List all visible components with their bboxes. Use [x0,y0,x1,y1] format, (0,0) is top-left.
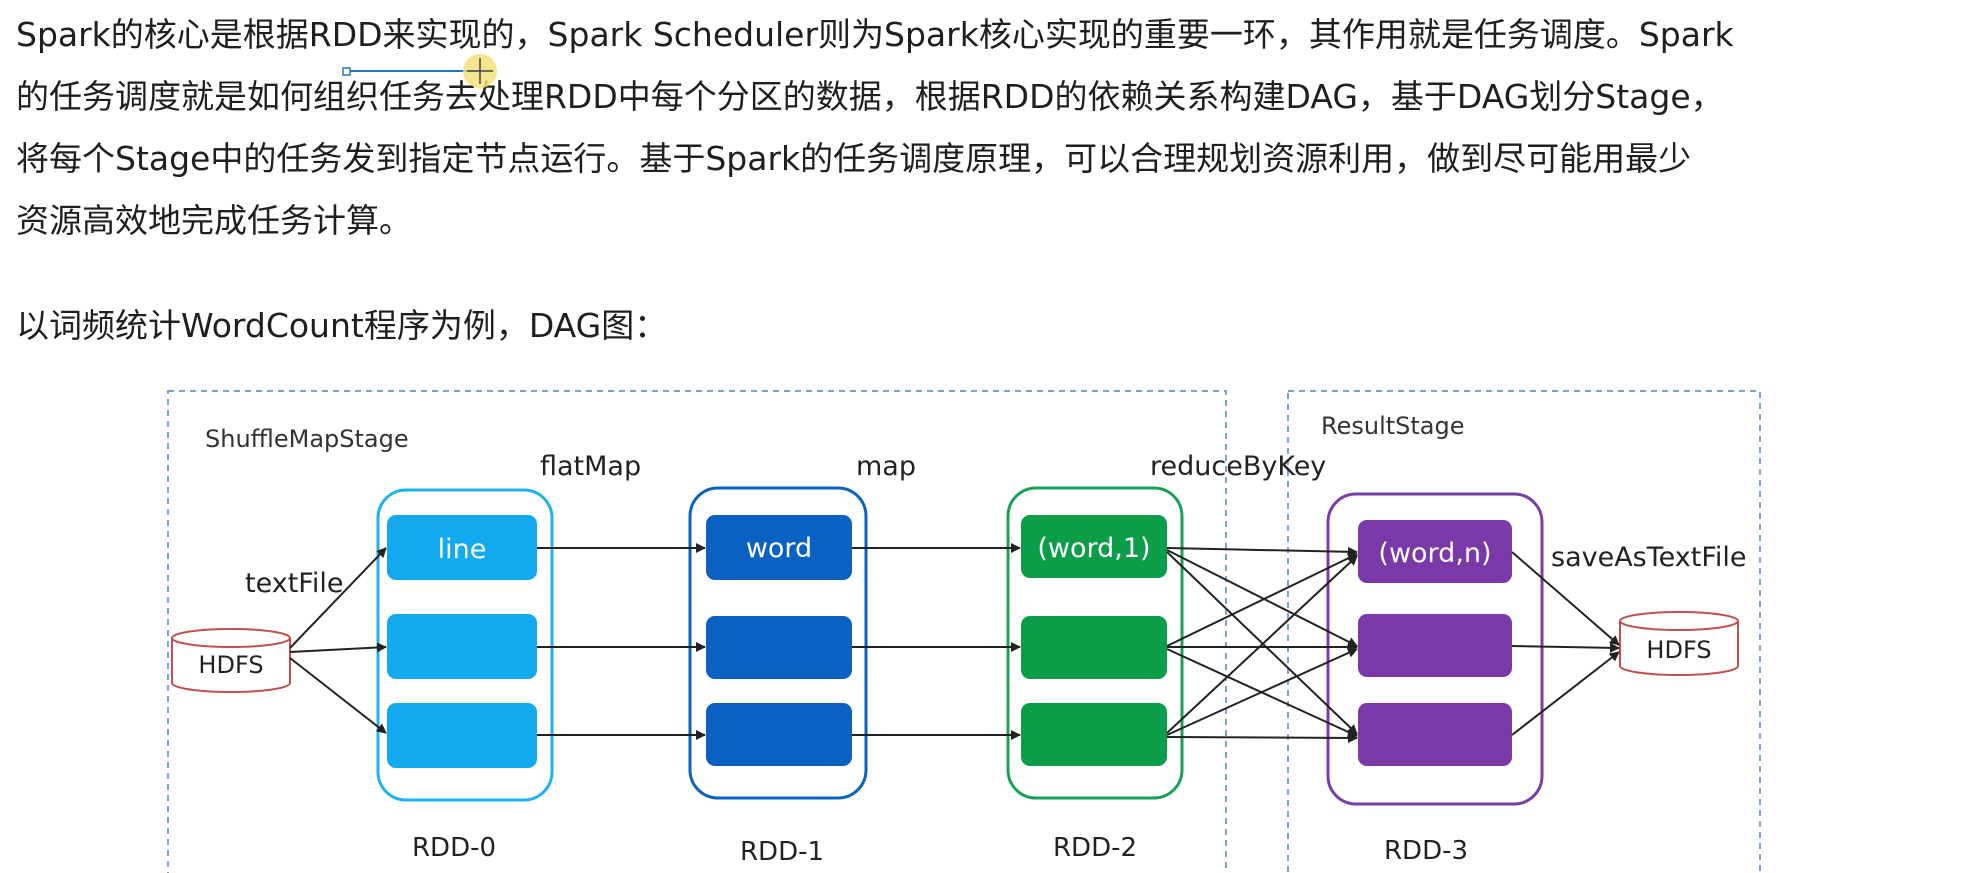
rdd-1-partition [706,703,852,766]
result-stage-label: ResultStage [1321,412,1465,440]
rdd-0-partition [387,614,537,679]
dag-edges [289,543,1620,743]
rdd-0-partition [387,515,537,580]
rdd-0-partition-label: line [438,534,487,565]
rdd-3-frame [1326,492,1544,806]
result-stage-box [1287,390,1761,873]
paragraph-line: 资源高效地完成任务计算。 [16,201,412,240]
hdfs-sink-cylinder: HDFS [1619,611,1739,676]
hdfs-sink-label: HDFS [1646,636,1711,664]
saveastextfile-op-label: saveAsTextFile [1551,542,1747,573]
rdd-0-label: RDD-0 [412,833,496,863]
reducebykey-op-label: reduceByKey [1150,451,1326,482]
description-paragraph: Spark的核心是根据RDD来实现的，Spark Scheduler则为Spar… [16,4,1974,252]
rdd-1-partition [706,515,852,580]
annotation-cursor [342,54,497,88]
intro-line: 以词频统计WordCount程序为例，DAG图： [16,306,668,345]
shuffle-map-stage-label: ShuffleMapStage [205,425,409,453]
rdd-0-partition [387,703,537,768]
paragraph-line: Spark的核心是根据RDD来实现的，Spark Scheduler则为Spar… [16,15,1734,54]
rdd-3-partition-label: (word,n) [1378,538,1491,569]
map-op-label: map [856,451,916,482]
rdd-2-partition [1021,515,1167,578]
rdd-1-partition-label: word [746,533,812,564]
rdd-2-frame [1006,486,1184,800]
rdd-3-partition [1358,703,1512,766]
rdd-1-partition [706,616,852,679]
paragraph-line: 的任务调度就是如何组织任务去处理RDD中每个分区的数据，根据RDD的依赖关系构建… [16,77,1724,116]
rdd-2-partition-label: (word,1) [1037,533,1150,564]
hdfs-source-cylinder: HDFS [171,628,291,693]
rdd-2-partition [1021,616,1167,679]
rdd-3-partition [1358,520,1512,583]
shuffle-map-stage-box [167,390,1227,873]
hdfs-source-label: HDFS [198,651,263,679]
textfile-op-label: textFile [245,568,343,599]
rdd-2-label: RDD-2 [1053,833,1137,863]
paragraph-line: 将每个Stage中的任务发到指定节点运行。基于Spark的任务调度原理，可以合理… [16,139,1692,178]
rdd-3-partition [1358,614,1512,677]
rdd-1-label: RDD-1 [740,837,824,867]
rdd-1-frame [688,486,868,800]
rdd-3-label: RDD-3 [1384,836,1468,866]
rdd-2-partition [1021,703,1167,766]
flatmap-op-label: flatMap [540,451,641,482]
